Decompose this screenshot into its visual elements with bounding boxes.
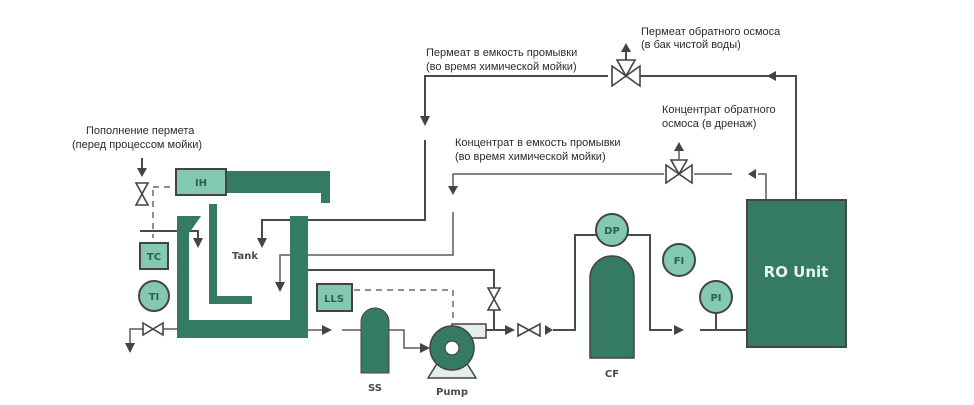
tank-baffle xyxy=(209,204,217,304)
arrow-down-icon xyxy=(137,168,147,177)
cartridge-filter-cf[interactable] xyxy=(589,255,635,359)
three-way-valve-permeate[interactable] xyxy=(611,43,641,88)
instrument-ti[interactable] xyxy=(138,280,170,312)
strainer-ss[interactable] xyxy=(360,307,390,374)
instrument-dp[interactable] xyxy=(595,213,629,247)
strainer-ss-label: SS xyxy=(368,383,382,394)
label-permeate-to-wash-tank: Пермеат в емкость промывки xyxy=(426,47,577,59)
instrument-ih-label: IH xyxy=(195,178,207,189)
makeup-line xyxy=(137,158,203,248)
flow-arrow-icon xyxy=(420,116,430,126)
pump-outlet-valve[interactable] xyxy=(517,322,541,338)
arrow-up-icon xyxy=(674,142,684,151)
flow-arrow-icon xyxy=(275,282,285,292)
instrument-ti-label: TI xyxy=(149,292,160,303)
arrow-down-icon xyxy=(125,343,135,353)
three-way-valve-concentrate[interactable] xyxy=(665,142,693,185)
arrow-up-icon xyxy=(621,43,631,52)
heater-element xyxy=(226,171,330,193)
tank-baffle-foot xyxy=(209,296,252,304)
drain-valve[interactable] xyxy=(142,321,164,337)
label-permeate-makeup: Пополнение пермета xyxy=(86,125,195,137)
label-ro-concentrate: Концентрат обратного xyxy=(662,104,776,116)
flow-arrow-icon xyxy=(748,169,756,179)
label-permeate-makeup-note: (перед процессом мойки) xyxy=(72,139,202,151)
flow-arrow-icon xyxy=(322,325,332,335)
label-concentrate-to-wash-tank-note: (во время химической мойки) xyxy=(455,151,606,163)
instrument-dp-label: DP xyxy=(604,226,620,237)
flow-arrow-icon xyxy=(505,325,515,335)
instrument-tc[interactable] xyxy=(139,242,169,270)
heater-element-end xyxy=(321,171,330,203)
instrument-ih[interactable] xyxy=(175,168,227,196)
instrument-lls[interactable] xyxy=(316,283,353,312)
ro-unit-label: RO Unit xyxy=(764,263,829,281)
flow-arrow-icon xyxy=(545,325,553,335)
bypass-valve[interactable] xyxy=(486,287,502,311)
ro-unit[interactable] xyxy=(746,199,847,348)
label-ro-permeate-note: (в бак чистой воды) xyxy=(641,39,741,51)
concentrate-return-line xyxy=(275,169,767,292)
instrument-pi[interactable] xyxy=(699,280,733,314)
makeup-valve[interactable] xyxy=(134,182,150,206)
flow-arrow-icon xyxy=(257,238,267,248)
pump[interactable] xyxy=(426,323,487,379)
flow-arrow-icon xyxy=(420,343,430,353)
tank[interactable] xyxy=(177,204,308,338)
flow-arrow-icon xyxy=(767,71,776,81)
instrument-pi-label: PI xyxy=(710,293,721,304)
permeate-return-line xyxy=(257,71,797,248)
flow-arrow-icon xyxy=(674,325,684,335)
instrument-tc-label: TC xyxy=(147,252,161,263)
instrument-lls-label: LLS xyxy=(324,294,344,305)
flow-arrow-icon xyxy=(193,238,203,248)
instrument-fi-label: FI xyxy=(674,256,685,267)
drain-line xyxy=(125,328,177,353)
flow-arrow-icon xyxy=(448,186,458,195)
tank-label: Tank xyxy=(232,251,258,262)
instrument-fi[interactable] xyxy=(662,243,696,277)
label-permeate-to-wash-tank-note: (во время химической мойки) xyxy=(426,61,577,73)
label-concentrate-to-wash-tank: Концентрат в емкость промывки xyxy=(455,137,621,149)
signal-line xyxy=(354,289,454,322)
label-ro-permeate: Пермеат обратного осмоса xyxy=(641,26,781,38)
cartridge-filter-cf-label: CF xyxy=(605,369,619,380)
label-ro-concentrate-note: осмоса (в дренаж) xyxy=(662,118,756,130)
pump-label: Pump xyxy=(436,387,468,398)
